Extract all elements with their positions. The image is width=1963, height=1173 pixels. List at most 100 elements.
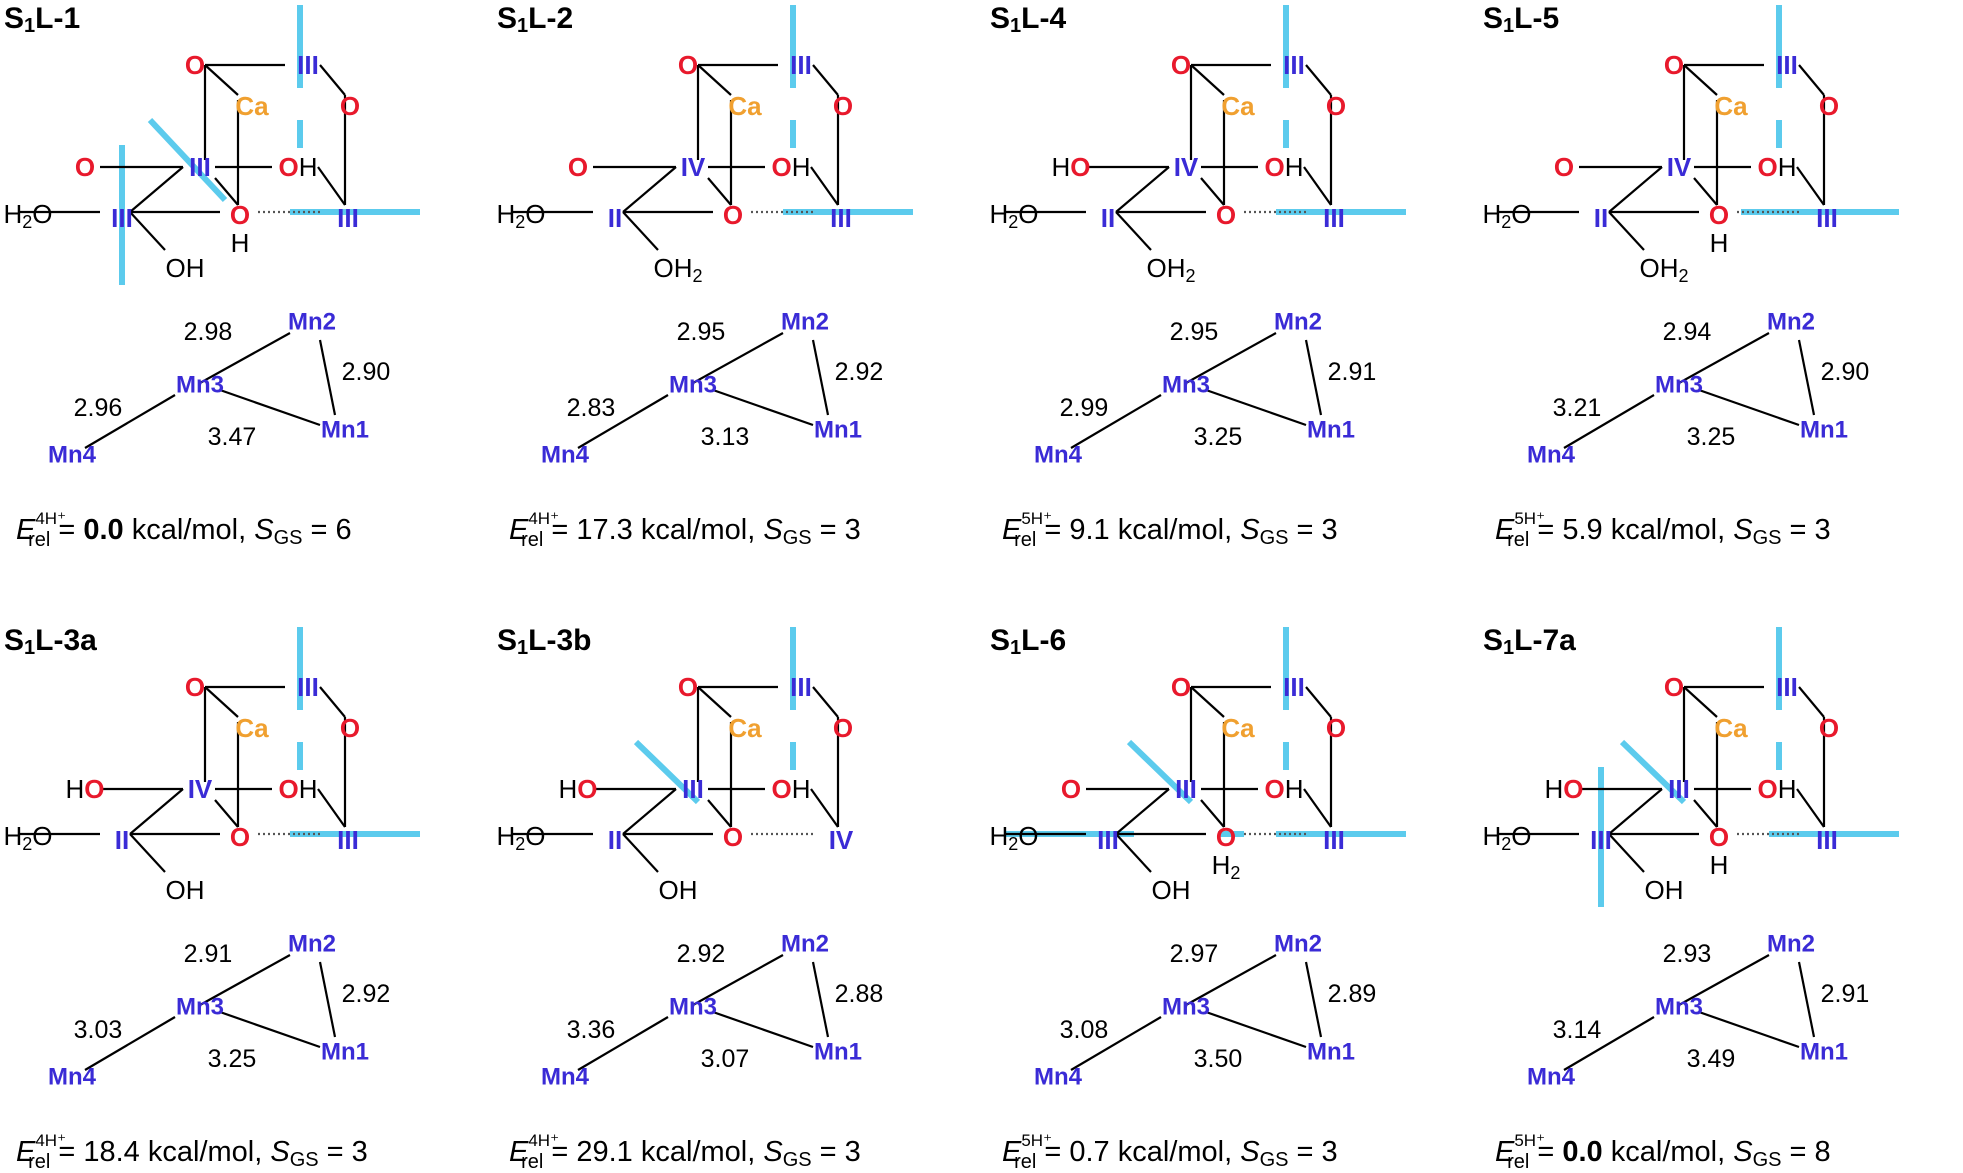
hydroxide-ligand: OH2: [1639, 253, 1688, 286]
mn1-label: Mn1: [814, 1039, 862, 1066]
bond: [622, 211, 659, 251]
mn-mn-vector: [84, 394, 176, 449]
mn3-label: Mn3: [1162, 372, 1210, 399]
panel-title: S1L-4: [990, 2, 1066, 38]
distance-mn1-mn3: 3.25: [1687, 423, 1736, 451]
relative-energy: E5H⁺rel = 9.1 kcal/mol, SGS = 3: [1002, 509, 1338, 552]
bond: [214, 177, 239, 206]
distance-mn1-mn2: 2.92: [835, 358, 884, 386]
oxygen-atom: O: [340, 91, 360, 121]
oxygen-atom: HO: [558, 774, 597, 804]
hydroxide-ligand: OH2: [1146, 253, 1195, 286]
bond: [622, 166, 677, 213]
mn3-label: Mn3: [1162, 994, 1210, 1021]
mn-mn-vector: [318, 961, 337, 1038]
mn-mn-vector: [1563, 1016, 1655, 1071]
relative-energy: E5H⁺rel = 0.0 kcal/mol, SGS = 8: [1495, 1131, 1831, 1173]
oxygen-atom: O: [75, 152, 95, 182]
bond: [812, 686, 839, 718]
oxygen-atom: HO: [1544, 774, 1583, 804]
mn-oxidation-state: III: [1590, 825, 1612, 855]
mn-mn-vector: [1304, 339, 1323, 416]
relative-energy: E4H⁺rel = 17.3 kcal/mol, SGS = 3: [509, 509, 861, 552]
mn-mn-vector: [712, 1010, 814, 1049]
oxygen-protons: H2: [1212, 850, 1241, 883]
panel-title: S1L-2: [497, 2, 573, 38]
mn-oxidation-state: III: [297, 672, 319, 702]
mn-mn-vector: [811, 961, 830, 1038]
bond: [1115, 166, 1170, 213]
oxygen-atom: O: [1171, 50, 1191, 80]
mn3-label: Mn3: [176, 994, 224, 1021]
mn-oxidation-state: III: [830, 203, 852, 233]
mn-mn-vector: [1563, 394, 1655, 449]
mn-mn-vector: [1678, 954, 1770, 1006]
bond: [1115, 211, 1152, 251]
oxygen-atom: OH: [278, 774, 317, 804]
mn-mn-vector: [577, 1016, 669, 1071]
mn-oxidation-state: IV: [829, 825, 854, 855]
distance-mn3-mn4: 2.99: [1060, 394, 1109, 422]
mn4-label: Mn4: [1527, 1064, 1576, 1091]
distance-mn3-mn4: 2.83: [567, 394, 616, 422]
mn-mn-vector: [1185, 954, 1277, 1006]
mn-oxidation-state: III: [1283, 50, 1305, 80]
bond: [622, 833, 659, 873]
mn2-label: Mn2: [1767, 931, 1815, 958]
panel-title: S1L-5: [1483, 2, 1559, 38]
bond: [1303, 788, 1332, 828]
mn-oxidation-state: II: [1594, 203, 1608, 233]
oxygen-atom: OH: [1264, 774, 1303, 804]
distance-mn1-mn2: 2.91: [1821, 980, 1870, 1008]
water-ligand: H2O: [3, 821, 52, 854]
jahn-teller-axis: [633, 739, 701, 805]
distance-mn1-mn2: 2.90: [342, 358, 391, 386]
mn2-label: Mn2: [781, 309, 829, 336]
mn2-label: Mn2: [1767, 309, 1815, 336]
bond: [1190, 64, 1225, 96]
distance-mn1-mn2: 2.91: [1328, 358, 1377, 386]
mn4-label: Mn4: [1034, 1064, 1083, 1091]
bond: [810, 788, 839, 828]
distance-mn2-mn3: 2.92: [677, 940, 726, 968]
distance-mn1-mn3: 3.13: [701, 423, 750, 451]
bond: [204, 686, 239, 718]
mn-mn-vector: [219, 388, 321, 427]
bond: [1305, 64, 1332, 96]
calcium-atom: Ca: [1714, 91, 1748, 121]
hydroxide-ligand: OH: [166, 253, 205, 283]
distance-mn1-mn3: 3.25: [208, 1045, 257, 1073]
bond: [317, 788, 346, 828]
mn1-label: Mn1: [1800, 1039, 1848, 1066]
mn-oxidation-state: III: [189, 152, 211, 182]
distance-mn2-mn3: 2.95: [677, 318, 726, 346]
oxygen-atom: OH: [1264, 152, 1303, 182]
mn-mn-vector: [1304, 961, 1323, 1038]
oxygen-atom: HO: [65, 774, 104, 804]
mn-oxidation-state: III: [682, 774, 704, 804]
calcium-atom: Ca: [1221, 713, 1255, 743]
bond: [204, 64, 239, 96]
mn2-label: Mn2: [781, 931, 829, 958]
oxygen-atom: O: [185, 672, 205, 702]
relative-energy: E4H⁺rel = 18.4 kcal/mol, SGS = 3: [16, 1131, 368, 1173]
hydroxide-ligand: OH: [166, 875, 205, 905]
water-ligand: H2O: [1482, 199, 1531, 232]
mn3-label: Mn3: [176, 372, 224, 399]
oxygen-atom: O: [1709, 200, 1729, 230]
panel-title: S1L-6: [990, 624, 1066, 660]
bond: [1303, 166, 1332, 206]
hydroxide-ligand: OH2: [653, 253, 702, 286]
calcium-atom: Ca: [235, 713, 269, 743]
oxygen-atom: OH: [771, 774, 810, 804]
water-ligand: H2O: [989, 821, 1038, 854]
bond: [129, 788, 184, 835]
calcium-atom: Ca: [1714, 713, 1748, 743]
hydroxide-ligand: OH: [659, 875, 698, 905]
oxygen-atom: O: [723, 822, 743, 852]
mn-mn-vector: [1698, 388, 1800, 427]
